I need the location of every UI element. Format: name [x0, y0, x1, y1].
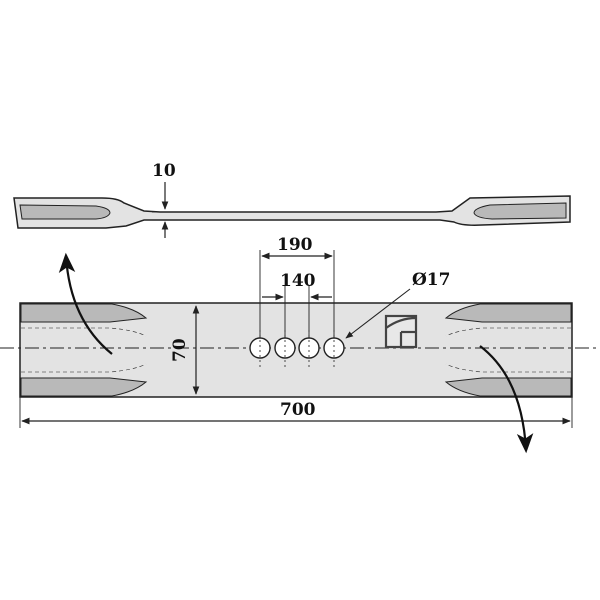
- blade-side-view: [13, 195, 571, 229]
- thickness-label: 10: [152, 161, 176, 181]
- length-label: 700: [280, 400, 316, 420]
- thickness-dimension: 10: [152, 161, 178, 238]
- hole-spacing-outer-dimension: 190: [259, 235, 335, 338]
- hole-spacing-outer-label: 190: [277, 235, 313, 255]
- curved-arrow-icon: [479, 345, 534, 454]
- hole-diameter-label: Ø17: [412, 270, 450, 290]
- brand-mark-icon: [384, 314, 418, 349]
- curved-arrow-icon: [58, 252, 113, 355]
- width-label: 70: [170, 338, 190, 362]
- hole-spacing-inner-dimension: 140: [262, 271, 332, 338]
- hole-spacing-inner-label: 140: [280, 271, 316, 291]
- blade-top-view: [19, 302, 573, 398]
- length-dimension: 700: [19, 397, 573, 428]
- width-dimension: 70: [170, 305, 200, 395]
- hole-diameter-callout: Ø17: [345, 270, 450, 339]
